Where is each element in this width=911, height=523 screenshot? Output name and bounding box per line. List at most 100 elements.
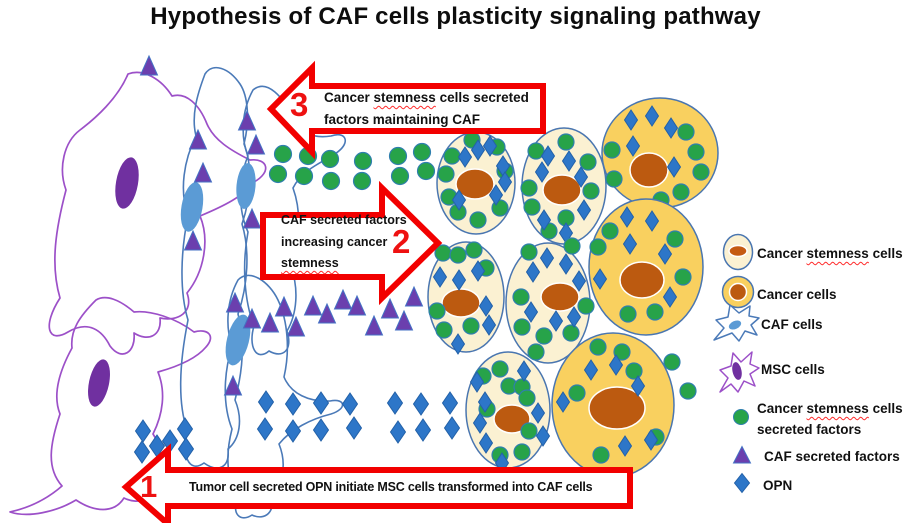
arrow-1-number: 1 [140, 469, 158, 504]
arrow-1-shape [121, 443, 633, 523]
legend-text-line1: Cancer stemness cells [757, 398, 903, 419]
arrow-2-label-line2: increasing cancer [281, 234, 388, 249]
caf-factor-triangle [380, 297, 400, 319]
opn-diamond [312, 418, 330, 442]
opn-diamond [414, 418, 432, 442]
opn-diamond [666, 156, 682, 178]
stemness-factor-dot [589, 338, 607, 356]
stemness-factor-dot [268, 164, 288, 184]
opn-diamond [561, 150, 577, 172]
legend-text: Cancer [757, 401, 807, 416]
opn-diamond [643, 429, 659, 451]
cancer-stemness-cell-nucleus [540, 282, 580, 312]
opn-diamond [525, 261, 541, 283]
stemness-factor-dot [428, 302, 446, 320]
stemness-factor-dot [687, 143, 705, 161]
stemness-factor-dot [674, 268, 692, 286]
stemness-factor-dot [679, 382, 697, 400]
opn-diamond [481, 314, 497, 336]
opn-diamond [469, 371, 485, 393]
stemness-factor-dot [412, 142, 432, 162]
caf-factor-triangle [394, 309, 414, 331]
opn-diamond [478, 432, 494, 454]
arrow-3-label-part-wavy: stemness [373, 90, 436, 105]
legend-text: MSC cells [761, 362, 825, 377]
opn-diamond [412, 392, 430, 416]
stemness-factor-dot [663, 353, 681, 371]
stemness-factor-dot [449, 246, 467, 264]
caf-factor-triangle [139, 54, 159, 76]
stemness-factor-dot [443, 147, 461, 165]
opn-diamond [592, 268, 608, 290]
stemness-factor-dot [469, 211, 487, 229]
opn-diamond [176, 417, 194, 441]
legend-text-wavy: stemness [806, 401, 869, 416]
opn-diamond [630, 375, 646, 397]
caf-factor-triangle [260, 311, 280, 333]
secreted-factors-layer [133, 54, 461, 464]
caf-factor-triangle [347, 294, 367, 316]
arrow-3-label-line1: Cancer stemness cells secreted [324, 87, 540, 109]
stemness-factor-dot [513, 443, 531, 461]
opn-diamond [134, 419, 152, 443]
legend-text: OPN [763, 478, 793, 493]
stemness-factor-dot [462, 317, 480, 335]
opn-diamond [617, 435, 633, 457]
opn-diamond [488, 184, 504, 206]
arrow-1-label: Tumor cell secreted OPN initiate MSC cel… [189, 480, 593, 494]
stemness-factor-dot [557, 133, 575, 151]
legend-label-stemness-factors: Cancer stemness cells secreted factors [757, 398, 903, 440]
stemness-factor-dot [520, 422, 538, 440]
legend-label-cancer-stemness-cells: Cancer stemness cells [757, 243, 903, 264]
stemness-factor-dot [601, 222, 619, 240]
caf-nucleus [180, 182, 204, 232]
stemness-factor-dot [535, 327, 553, 345]
opn-diamond [619, 206, 635, 228]
stemness-factor-dot [512, 288, 530, 306]
opn-diamond [457, 146, 473, 168]
caf-cell-body [239, 85, 347, 356]
caf-factor-triangle [404, 285, 424, 307]
opn-diamond [644, 105, 660, 127]
stemness-factor-dot [582, 182, 600, 200]
caf-factor-triangle [237, 109, 257, 131]
stemness-factor-dot [388, 146, 408, 166]
caf-factor-triangle [242, 307, 262, 329]
arrow-2-label-line1: CAF secreted factors [281, 213, 407, 227]
opn-diamond [497, 171, 513, 193]
stemness-factor-dot [520, 179, 538, 197]
opn-diamond [133, 440, 151, 464]
caf-factor-triangle [364, 314, 384, 336]
opn-diamond [540, 145, 556, 167]
opn-diamond [536, 209, 552, 231]
caf-factor-triangle [225, 291, 245, 313]
opn-diamond [573, 166, 589, 188]
opn-diamond [470, 139, 486, 161]
stemness-factor-dot [577, 297, 595, 315]
opn-diamond [482, 135, 498, 157]
opn-diamond [443, 416, 461, 440]
arrow-2-label-part-wavy: stemness [281, 256, 339, 270]
stemness-factor-dot [646, 303, 664, 321]
caf-factor-triangle [193, 161, 213, 183]
opn-diamond [256, 417, 274, 441]
stemness-factor-dot [353, 151, 373, 171]
caf-factor-triangle [188, 128, 208, 150]
opn-diamond [516, 360, 532, 382]
legend-text: CAF cells [761, 317, 823, 332]
blue-diamond-icon [733, 472, 751, 494]
green-dot-icon [733, 409, 749, 425]
opn-diamond [345, 416, 363, 440]
opn-diamond [539, 247, 555, 269]
opn-diamond [441, 391, 459, 415]
legend-text: cells [868, 246, 903, 261]
caf-nucleus [236, 163, 256, 209]
stemness-factor-dot [491, 360, 509, 378]
stemness-factor-dot [692, 163, 710, 181]
stemness-factor-dot [603, 141, 621, 159]
caf-cell-icon-nucleus [728, 320, 742, 330]
arrow-2-shape [260, 180, 443, 306]
stemness-factor-dot [672, 183, 690, 201]
